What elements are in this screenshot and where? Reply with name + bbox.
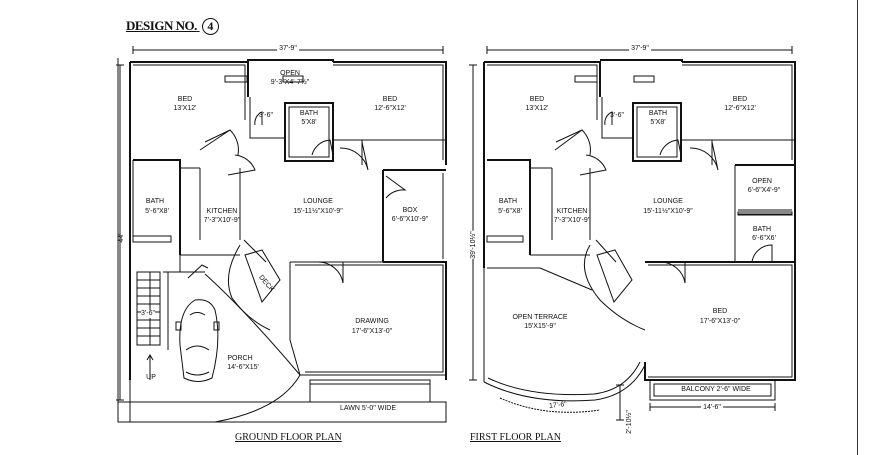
ff-balcony-dim: 14'-6"	[701, 404, 723, 412]
ff-open-name: OPEN	[752, 178, 772, 185]
ff-bath-small-name: BATH	[648, 110, 668, 117]
ff-width-dim: 37'-9"	[629, 45, 651, 53]
ff-bed1-name: BED	[529, 96, 545, 103]
ff-bath-small-size: 5'X8'	[650, 119, 666, 126]
ff-bed3-size: 17'-6"X13'-0"	[699, 318, 741, 325]
gf-porch-name: PORCH	[227, 355, 253, 362]
gf-bed1-size: 13'X12'	[173, 105, 197, 112]
gf-drawing-size: 17'-6"X13'-0"	[351, 328, 393, 335]
gf-box-name: BOX	[402, 207, 418, 214]
design-title: DESIGN NO. 4	[126, 18, 219, 35]
gf-bed2-size: 12'-6"X12'	[374, 105, 406, 112]
gf-depth-dim: 44'	[118, 233, 125, 243]
gf-open-name: OPEN	[280, 70, 300, 77]
ff-side-dim: 2'-10½"	[626, 410, 634, 434]
gf-bath-small-size: 5'X8'	[301, 119, 317, 126]
ff-balcony-label: BALCONY 2'-6" WIDE	[681, 386, 751, 394]
gf-bath-name: BATH	[145, 198, 165, 205]
gf-kitchen-size: 7'-3"X10'-9"	[203, 217, 241, 224]
design-number-badge: 4	[201, 18, 219, 35]
gf-bed1-name: BED	[177, 96, 193, 103]
gf-drawing-name: DRAWING	[355, 318, 389, 325]
gf-bed2-name: BED	[382, 96, 398, 103]
ff-bed2-size: 12'-6"X12'	[724, 105, 756, 112]
ff-bed1-size: 13'X12'	[525, 105, 549, 112]
ff-open-size: 6'-6"X4'-9"	[747, 187, 781, 194]
gf-bath-size: 5'-6"X8'	[145, 208, 169, 215]
ff-gap-dim: 3'-6"	[610, 112, 624, 119]
ff-bath2-name: BATH	[752, 226, 772, 233]
gf-stair-dim: 3'-6"	[141, 310, 155, 318]
gf-porch-size: 14'-6"X15'	[227, 364, 259, 371]
ff-lounge-size: 15'-11½"X10'-9"	[643, 208, 693, 215]
ff-terrace-name: OPEN TERRACE	[512, 314, 568, 321]
ff-kitchen-name: KITCHEN	[556, 208, 588, 215]
first-floor-walls	[469, 46, 795, 420]
gf-gap-dim: 3'-6"	[259, 112, 273, 119]
ff-terrace-size: 15'X15'-9"	[524, 323, 556, 330]
gf-kitchen-name: KITCHEN	[206, 208, 238, 215]
ff-bath2-size: 6'-6"X6'	[752, 235, 776, 242]
ground-floor-walls	[116, 46, 446, 422]
ff-depth-dim: 39'-10½"	[470, 231, 478, 259]
gf-width-dim: 37'-9"	[277, 45, 299, 53]
gf-lawn-label: LAWN 5'-0" WIDE	[339, 405, 397, 412]
gf-open-size: 9'-3"X4'-7½"	[270, 79, 310, 86]
gf-lounge-name: LOUNGE	[303, 198, 333, 205]
gf-box-size: 6'-6"X10'-9"	[391, 216, 429, 223]
gf-up-label: UP	[146, 374, 156, 381]
gf-caption: GROUND FLOOR PLAN	[235, 432, 342, 443]
gf-bath-small-name: BATH	[299, 110, 319, 117]
ff-bath-size: 5'-6"X8'	[498, 208, 522, 215]
gf-lounge-size: 15'-11½"X10'-9"	[293, 208, 343, 215]
ff-kitchen-size: 7'-3"X10'-9"	[553, 217, 591, 224]
ff-caption: FIRST FLOOR PLAN	[470, 432, 561, 443]
design-title-text: DESIGN NO.	[126, 18, 197, 33]
ff-bed2-name: BED	[732, 96, 748, 103]
ff-bath-name: BATH	[498, 198, 518, 205]
ff-bed3-name: BED	[712, 308, 728, 315]
sheet-border	[857, 0, 858, 455]
ff-lounge-name: LOUNGE	[653, 198, 683, 205]
